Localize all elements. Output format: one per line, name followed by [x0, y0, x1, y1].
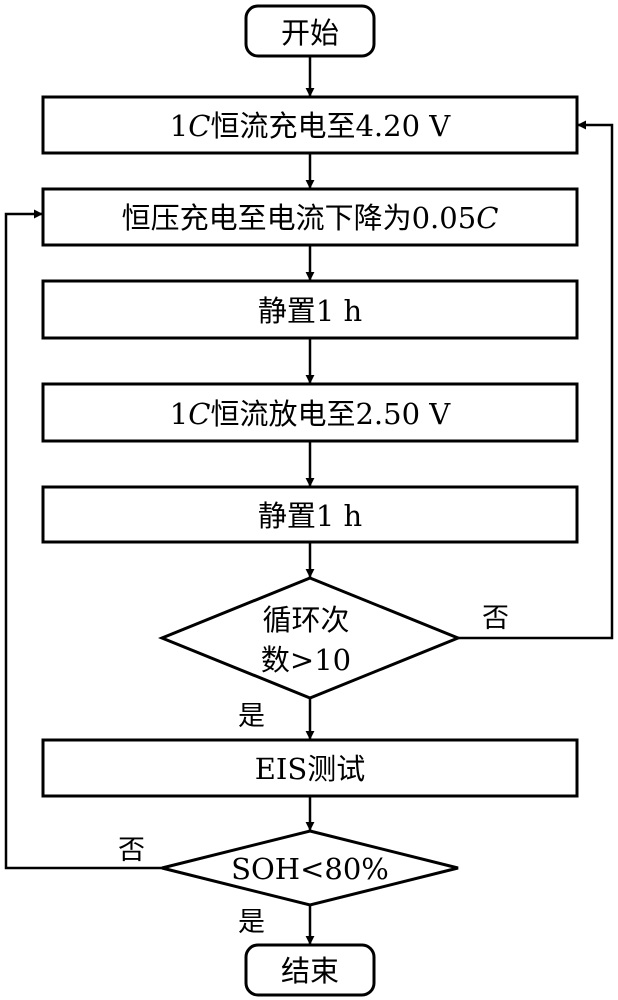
step2-box — [41, 187, 579, 247]
step4-box — [41, 382, 579, 443]
loop-decision1-no — [458, 120, 614, 640]
step3-box — [41, 279, 579, 340]
decision2-diamond — [161, 829, 459, 907]
loop-decision2-no — [4, 209, 162, 870]
end-terminal — [244, 943, 376, 997]
decision1-diamond — [158, 576, 462, 700]
decision2-yes-label: 是 — [238, 907, 265, 938]
step6-box — [41, 738, 579, 798]
start-terminal — [244, 4, 376, 58]
decision1-yes-label: 是 — [238, 701, 265, 732]
decision1-no-label: 否 — [482, 603, 509, 634]
step5-box — [41, 485, 579, 544]
decision2-no-label: 否 — [118, 835, 145, 866]
step1-box — [41, 95, 579, 155]
